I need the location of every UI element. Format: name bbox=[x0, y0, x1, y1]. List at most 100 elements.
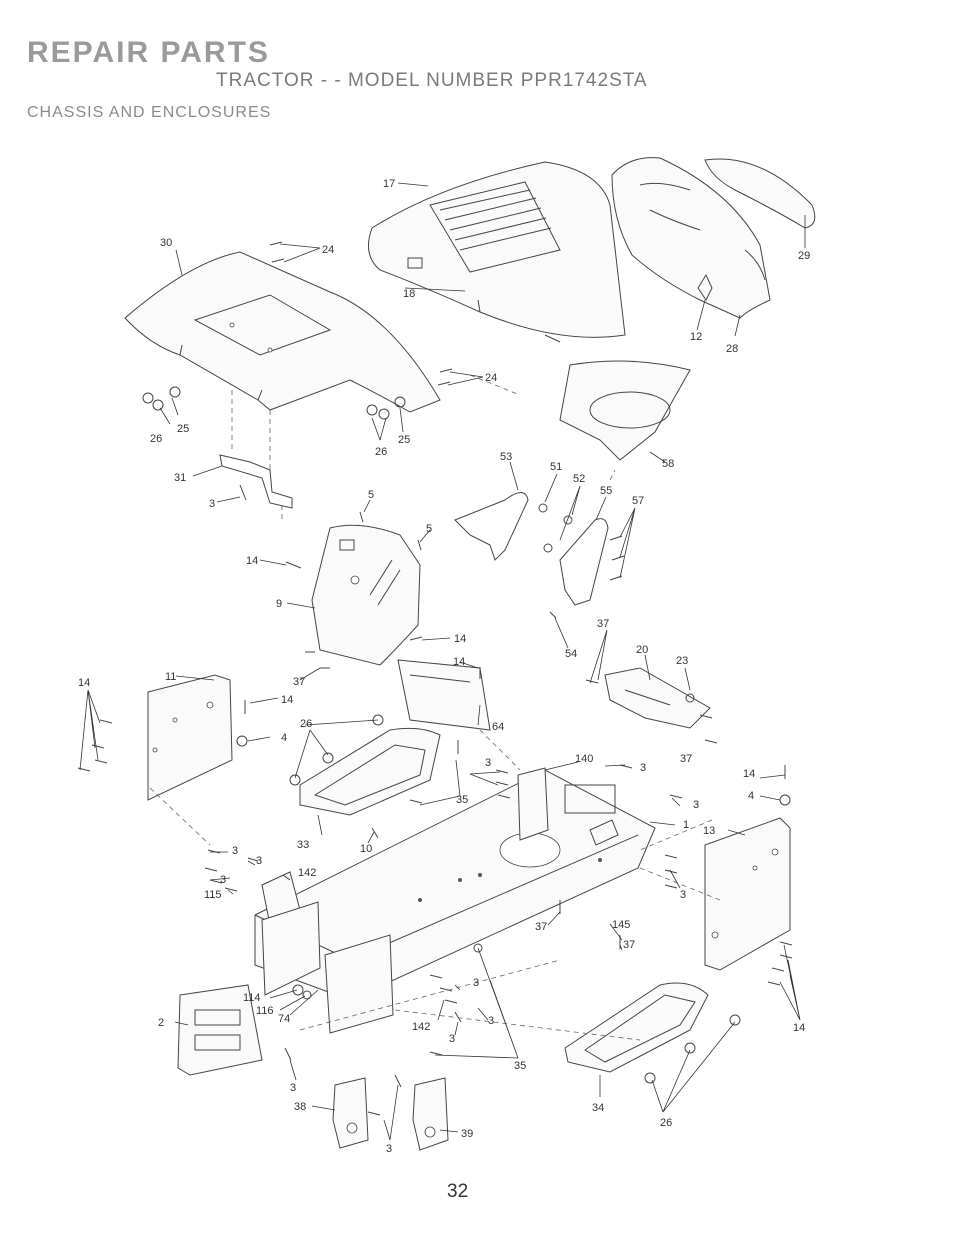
callout-17: 17 bbox=[383, 178, 395, 190]
frame-bracket-part bbox=[517, 767, 549, 841]
callout-4: 4 bbox=[748, 790, 754, 802]
callout-30: 30 bbox=[160, 237, 172, 249]
callout-28: 28 bbox=[726, 343, 738, 355]
callout-26: 26 bbox=[375, 446, 387, 458]
callout-74: 74 bbox=[278, 1013, 290, 1025]
callout-3: 3 bbox=[449, 1033, 455, 1045]
callout-38: 38 bbox=[294, 1101, 306, 1113]
right-side-panel-part bbox=[704, 817, 791, 971]
callout-142: 142 bbox=[412, 1021, 430, 1033]
callout-55: 55 bbox=[600, 485, 612, 497]
callout-54: 54 bbox=[565, 648, 577, 660]
callout-37: 37 bbox=[535, 921, 547, 933]
callout-37: 37 bbox=[680, 753, 692, 765]
fender-bracket-part bbox=[219, 390, 293, 520]
callout-53: 53 bbox=[500, 451, 512, 463]
callout-5: 5 bbox=[426, 523, 432, 535]
callout-29: 29 bbox=[798, 250, 810, 262]
front-bracket-parts bbox=[261, 871, 394, 1034]
nose-cover-part bbox=[704, 158, 816, 229]
callout-3: 3 bbox=[473, 977, 479, 989]
callout-64: 64 bbox=[492, 721, 504, 733]
callout-20: 20 bbox=[636, 644, 648, 656]
callout-14: 14 bbox=[454, 633, 466, 645]
callout-26: 26 bbox=[660, 1117, 672, 1129]
callout-114: 114 bbox=[243, 992, 261, 1004]
callout-2: 2 bbox=[158, 1017, 164, 1029]
callout-4: 4 bbox=[281, 732, 287, 744]
callout-3: 3 bbox=[680, 889, 686, 901]
callout-37: 37 bbox=[597, 618, 609, 630]
callout-116: 116 bbox=[256, 1005, 274, 1017]
callout-3: 3 bbox=[232, 845, 238, 857]
hardware-parts bbox=[77, 241, 793, 1116]
callout-3: 3 bbox=[640, 762, 646, 774]
callout-12: 12 bbox=[690, 331, 702, 343]
callout-3: 3 bbox=[209, 498, 215, 510]
callout-9: 9 bbox=[276, 598, 282, 610]
callout-140: 140 bbox=[575, 753, 593, 765]
callout-58: 58 bbox=[662, 458, 674, 470]
callout-35: 35 bbox=[514, 1060, 526, 1072]
support-bracket-parts bbox=[454, 492, 609, 606]
callout-145: 145 bbox=[612, 919, 630, 931]
callout-11: 11 bbox=[165, 671, 176, 683]
callout-34: 34 bbox=[592, 1102, 604, 1114]
hood-part bbox=[367, 161, 626, 343]
callout-3: 3 bbox=[488, 1015, 494, 1027]
callout-3: 3 bbox=[290, 1082, 296, 1094]
callout-37: 37 bbox=[293, 676, 305, 688]
callout-35: 35 bbox=[456, 794, 468, 806]
callout-31: 31 bbox=[174, 472, 186, 484]
callout-3: 3 bbox=[256, 855, 262, 867]
page-title: REPAIR PARTS bbox=[27, 36, 270, 69]
callout-142: 142 bbox=[298, 867, 316, 879]
callout-3: 3 bbox=[220, 874, 226, 886]
callout-14: 14 bbox=[793, 1022, 805, 1034]
callout-3: 3 bbox=[386, 1143, 392, 1155]
callout-33: 33 bbox=[297, 839, 309, 851]
section-heading: CHASSIS AND ENCLOSURES bbox=[27, 104, 272, 121]
callout-1: 1 bbox=[683, 819, 689, 831]
console-base-part bbox=[397, 659, 491, 731]
callout-3: 3 bbox=[693, 799, 699, 811]
callout-25: 25 bbox=[398, 434, 410, 446]
page-number: 32 bbox=[447, 1181, 469, 1202]
lift-plate-part bbox=[604, 667, 711, 729]
model-subtitle: TRACTOR - - MODEL NUMBER PPR1742STA bbox=[216, 70, 648, 91]
callout-14: 14 bbox=[453, 656, 465, 668]
callout-14: 14 bbox=[78, 677, 90, 689]
rear-hitch-plate-part bbox=[177, 984, 263, 1076]
callout-57: 57 bbox=[632, 495, 644, 507]
callout-14: 14 bbox=[246, 555, 258, 567]
callout-3: 3 bbox=[485, 757, 491, 769]
axle-bracket-parts bbox=[332, 1077, 449, 1151]
left-footrest-part bbox=[299, 727, 441, 816]
right-footrest-part bbox=[564, 982, 709, 1073]
callout-labels: 17 30 24 18 29 12 28 24 25 26 25 26 53 5… bbox=[78, 178, 810, 1155]
callout-24: 24 bbox=[485, 372, 497, 384]
grill-housing-part bbox=[611, 157, 771, 319]
callout-14: 14 bbox=[281, 694, 293, 706]
callout-25: 25 bbox=[177, 423, 189, 435]
mower-cover-part bbox=[559, 360, 691, 461]
callout-24: 24 bbox=[322, 244, 334, 256]
callout-13: 13 bbox=[703, 825, 715, 837]
callout-37: 37 bbox=[623, 939, 635, 951]
callout-23: 23 bbox=[676, 655, 688, 667]
callout-39: 39 bbox=[461, 1128, 473, 1140]
callout-14: 14 bbox=[743, 768, 755, 780]
callout-52: 52 bbox=[573, 473, 585, 485]
callout-115: 115 bbox=[204, 889, 222, 901]
callout-26: 26 bbox=[150, 433, 162, 445]
leader-lines bbox=[79, 182, 806, 1141]
dash-panel-part bbox=[311, 524, 421, 666]
callout-26: 26 bbox=[300, 718, 312, 730]
callout-18: 18 bbox=[403, 288, 415, 300]
left-side-panel-part bbox=[147, 674, 233, 801]
callout-10: 10 bbox=[360, 843, 372, 855]
fender-deck-part bbox=[124, 251, 441, 413]
callout-5: 5 bbox=[368, 489, 374, 501]
callout-51: 51 bbox=[550, 461, 562, 473]
